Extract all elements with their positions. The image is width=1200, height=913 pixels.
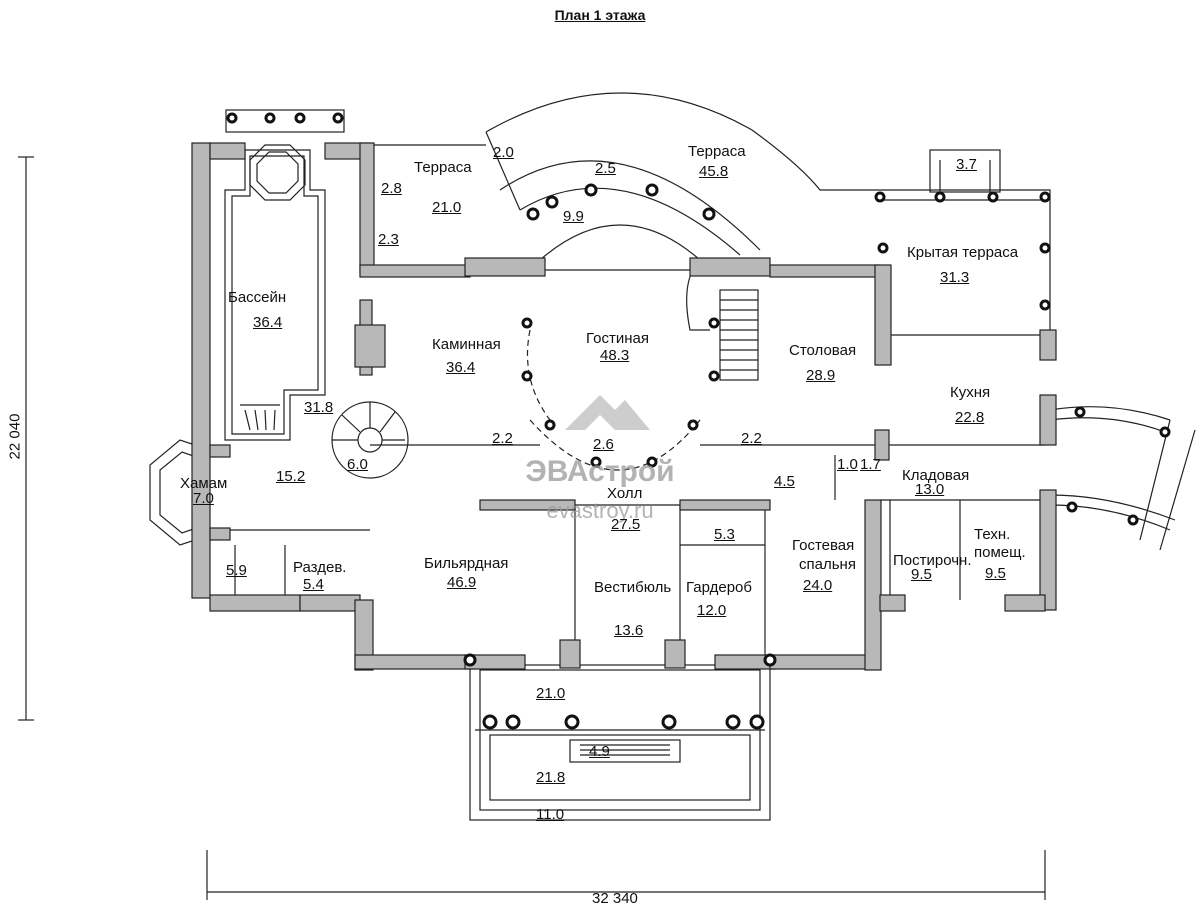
area-2-6: 2.6 (593, 436, 614, 453)
dimension-lines (18, 156, 1046, 900)
room-living-name: Гостиная (586, 330, 649, 347)
watermark-logo (555, 385, 655, 445)
room-terrace-right-area: 45.8 (699, 163, 729, 180)
front-porch (469, 664, 771, 821)
room-tech-name-line2: помещ. (974, 544, 1026, 561)
dimension-width: 32 340 (592, 890, 638, 907)
room-changing-area: 5.4 (303, 576, 324, 593)
porch-steps-area: 4.9 (589, 743, 610, 760)
room-wardrobe-area: 12.0 (697, 602, 727, 619)
room-kitchen-name: Кухня (950, 384, 991, 401)
porch-bottom-area: 11.0 (536, 806, 565, 823)
area-9-9: 9.9 (563, 208, 584, 225)
room-wardrobe-name: Гардероб (686, 579, 752, 596)
walls (191, 142, 1057, 671)
room-hall-area: 27.5 (611, 516, 641, 533)
room-pool-area: 36.4 (253, 314, 283, 331)
room-terrace-left-name: Терраса (414, 159, 472, 176)
room-wc-left-area: 5.9 (226, 562, 247, 579)
room-corridor-left-area: 15.2 (276, 468, 306, 485)
terrace-outlines (374, 92, 1051, 330)
room-living-area: 48.3 (600, 347, 630, 364)
room-fireplace-area: 36.4 (446, 359, 476, 376)
area-2-5: 2.5 (595, 160, 616, 177)
room-dining-area: 28.9 (806, 367, 836, 384)
room-hall-name: Холл (607, 485, 643, 502)
area-2-8: 2.8 (381, 180, 402, 197)
room-billiard-name: Бильярдная (424, 555, 509, 572)
room-billiard-area: 46.9 (447, 574, 477, 591)
walkways (1049, 406, 1196, 551)
room-wc-hall-area: 5.3 (714, 526, 735, 543)
room-fireplace-name: Каминная (432, 336, 501, 353)
room-terrace-left-area: 21.0 (432, 199, 462, 216)
room-guest-bedroom-name-line2: спальня (799, 556, 856, 573)
area-2-2-right: 2.2 (741, 430, 762, 447)
room-guest-bedroom-area: 24.0 (803, 577, 833, 594)
pool-outline (224, 109, 345, 441)
room-vestibule-name: Вестибюль (594, 579, 672, 596)
room-dining-name: Столовая (789, 342, 857, 359)
room-vestibule-area: 13.6 (614, 622, 644, 639)
area-2-2-left: 2.2 (492, 430, 513, 447)
room-corridor-31-area: 31.8 (304, 399, 334, 416)
dimension-height: 22 040 (6, 413, 24, 460)
area-2-3: 2.3 (378, 231, 399, 248)
columns (226, 112, 1171, 730)
area-2-0: 2.0 (493, 144, 514, 161)
room-laundry-area: 9.5 (911, 566, 932, 583)
watermark-brand: ЭВАстрой (525, 455, 675, 488)
room-hamam-area: 7.0 (193, 490, 214, 507)
porch-middle-area: 21.8 (536, 769, 566, 786)
room-lobby-small-area: 4.5 (774, 473, 795, 490)
room-pantry-name: Кладовая (902, 467, 970, 484)
living-room-arcs (331, 224, 759, 479)
room-tech-name-line1: Техн. (974, 526, 1011, 543)
watermark-site: evastroy.ru (546, 498, 654, 523)
room-stair-area: 6.0 (347, 456, 368, 473)
area-1-7: 1.7 (860, 456, 881, 473)
room-terrace-right-name: Терраса (688, 143, 746, 160)
room-guest-bedroom-name-line1: Гостевая (792, 537, 855, 554)
room-covered-terrace-area: 31.3 (940, 269, 970, 286)
porch-top-area: 21.0 (536, 685, 566, 702)
room-kitchen-area: 22.8 (955, 409, 985, 426)
room-laundry-name: Постирочн. (893, 552, 972, 569)
room-changing-name: Раздев. (293, 559, 347, 576)
area-1-0: 1.0 (837, 456, 858, 473)
room-hamam-name: Хамам (180, 475, 228, 492)
hamam-bay (149, 439, 211, 546)
house-logo-icon (565, 395, 650, 430)
room-covered-terrace-name: Крытая терраса (907, 244, 1019, 261)
page-title: План 1 этажа (554, 7, 646, 23)
room-pool-name: Бассейн (228, 289, 287, 306)
room-pantry-area: 13.0 (915, 481, 945, 498)
room-tech-area: 9.5 (985, 565, 1006, 582)
area-3-7: 3.7 (956, 156, 977, 173)
